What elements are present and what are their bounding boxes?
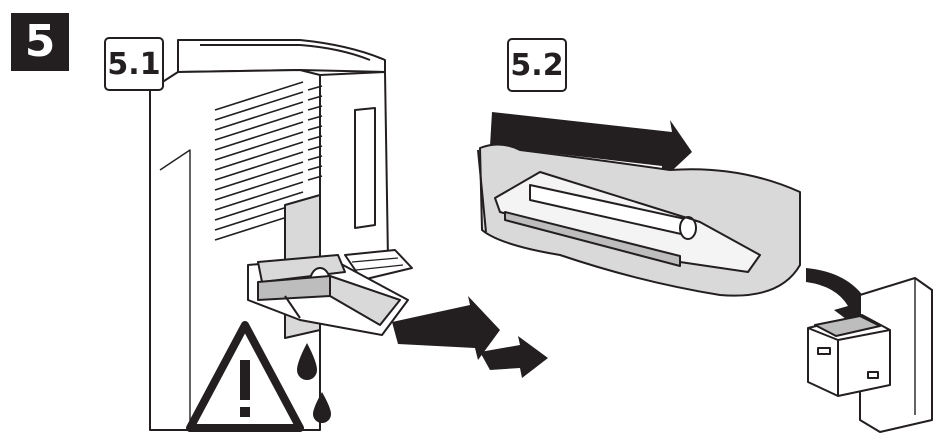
maintenance-kit-51: [247, 254, 409, 336]
printer-illustration: [149, 39, 413, 431]
ink-drop-icon: [297, 343, 331, 423]
substep-label-5-1: 5.1: [104, 37, 164, 91]
maintenance-kit-52: [494, 171, 761, 273]
pull-out-arrow-51: [392, 296, 548, 378]
substep-label-5-2: 5.2: [507, 38, 567, 92]
filing-cabinet: [807, 277, 933, 433]
warning-triangle-icon: [186, 321, 304, 432]
step-number-badge: 5: [11, 13, 69, 71]
arrow-into-bag: [490, 112, 692, 180]
